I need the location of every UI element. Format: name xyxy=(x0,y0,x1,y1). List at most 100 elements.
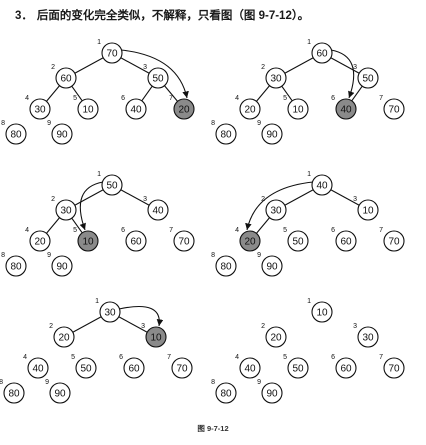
node-value: 80 xyxy=(220,130,232,141)
heap-node: 302 xyxy=(261,196,287,221)
node-index: 5 xyxy=(283,227,287,234)
node-circle xyxy=(3,382,25,404)
node-index: 9 xyxy=(257,252,261,259)
node-index: 5 xyxy=(283,95,287,102)
node-circle xyxy=(173,230,195,252)
heap-node: 501 xyxy=(97,171,123,196)
node-index: 2 xyxy=(51,196,55,203)
node-value: 50 xyxy=(292,364,304,375)
node-index: 2 xyxy=(49,323,53,330)
node-index: 6 xyxy=(121,227,125,234)
node-index: 1 xyxy=(307,298,311,305)
heap-node: 105 xyxy=(73,227,99,252)
heap-node: 909 xyxy=(45,379,71,404)
node-value: 20 xyxy=(34,237,46,248)
node-index: 7 xyxy=(379,95,383,102)
node-circle xyxy=(75,357,97,379)
heap-node: 302 xyxy=(261,64,287,89)
node-value: 50 xyxy=(80,364,92,375)
node-value: 80 xyxy=(10,262,22,273)
node-value: 70 xyxy=(388,105,400,116)
heap-node: 505 xyxy=(283,227,309,252)
section-text: 后面的变化完全类似，不解释，只看图（图 9-7-12）。 xyxy=(36,10,310,22)
heap-node: 103 xyxy=(141,323,167,348)
highlighted-node-circle xyxy=(173,98,195,120)
node-value: 70 xyxy=(106,49,118,60)
node-value: 20 xyxy=(58,333,70,344)
node-value: 90 xyxy=(266,262,278,273)
node-value: 10 xyxy=(82,237,94,248)
node-value: 30 xyxy=(34,105,46,116)
heap-node: 20 4 xyxy=(235,95,261,120)
figure-caption: 图 9-7-12 xyxy=(197,424,229,433)
node-index: 4 xyxy=(25,95,29,102)
swap-arrow xyxy=(245,178,320,231)
node-index: 8 xyxy=(211,252,215,259)
heap-node: 707 xyxy=(379,354,405,379)
node-value: 40 xyxy=(130,105,142,116)
heap-node: 909 xyxy=(47,252,73,277)
node-circle xyxy=(29,98,51,120)
tree-edge xyxy=(284,57,314,74)
node-circle xyxy=(287,230,309,252)
node-index: 4 xyxy=(235,227,239,234)
node-value: 90 xyxy=(266,389,278,400)
node-index: 3 xyxy=(353,64,357,71)
node-index: 7 xyxy=(169,227,173,234)
heap-node: 103 xyxy=(353,196,379,221)
node-value: 60 xyxy=(128,364,140,375)
node-index: 9 xyxy=(47,120,51,127)
heap-node: 808 xyxy=(211,120,237,145)
section-number: 3． xyxy=(15,10,33,22)
node-circle xyxy=(147,199,169,221)
highlighted-node-circle xyxy=(145,326,167,348)
node-value: 20 xyxy=(244,105,256,116)
node-circle xyxy=(357,326,379,348)
node-index: 7 xyxy=(167,354,171,361)
heap-node: 406 xyxy=(331,95,357,120)
heap-node: 505 xyxy=(283,354,309,379)
node-circle xyxy=(5,255,27,277)
node-circle xyxy=(265,67,287,89)
heap-node: 60 6 xyxy=(119,354,145,379)
node-circle xyxy=(101,174,123,196)
node-index: 8 xyxy=(1,252,5,259)
node-value: 70 xyxy=(178,237,190,248)
heap-node: 80 8 xyxy=(1,252,27,277)
node-value: 90 xyxy=(56,130,68,141)
highlighted-node-circle xyxy=(239,230,261,252)
node-circle xyxy=(383,230,405,252)
node-circle xyxy=(125,230,147,252)
node-value: 10 xyxy=(362,206,374,217)
heap-node: 909 xyxy=(257,120,283,145)
node-value: 10 xyxy=(292,105,304,116)
heap-node: 90 9 xyxy=(257,379,283,404)
node-circle xyxy=(77,98,99,120)
node-index: 9 xyxy=(257,379,261,386)
node-circle xyxy=(261,123,283,145)
node-circle xyxy=(215,255,237,277)
node-circle xyxy=(383,98,405,120)
heap-node: 301 xyxy=(95,298,121,323)
node-index: 1 xyxy=(307,171,311,178)
node-index: 7 xyxy=(169,95,173,102)
tree-edge xyxy=(141,85,153,102)
heap-node: 90 9 xyxy=(257,252,283,277)
node-index: 4 xyxy=(235,95,239,102)
node-index: 6 xyxy=(121,95,125,102)
node-circle xyxy=(53,326,75,348)
node-circle xyxy=(265,326,287,348)
heap-node: 808 xyxy=(1,120,27,145)
heap-node: 70 7 xyxy=(169,227,195,252)
node-index: 5 xyxy=(73,95,77,102)
node-index: 6 xyxy=(119,354,123,361)
node-value: 30 xyxy=(60,206,72,217)
node-value: 40 xyxy=(152,206,164,217)
node-value: 20 xyxy=(178,105,190,116)
heap-node: 503 xyxy=(353,64,379,89)
node-index: 4 xyxy=(25,227,29,234)
heap-node: 70 7 xyxy=(379,95,405,120)
node-circle xyxy=(265,199,287,221)
tree-edge xyxy=(284,189,314,206)
tree-edge xyxy=(281,85,293,102)
